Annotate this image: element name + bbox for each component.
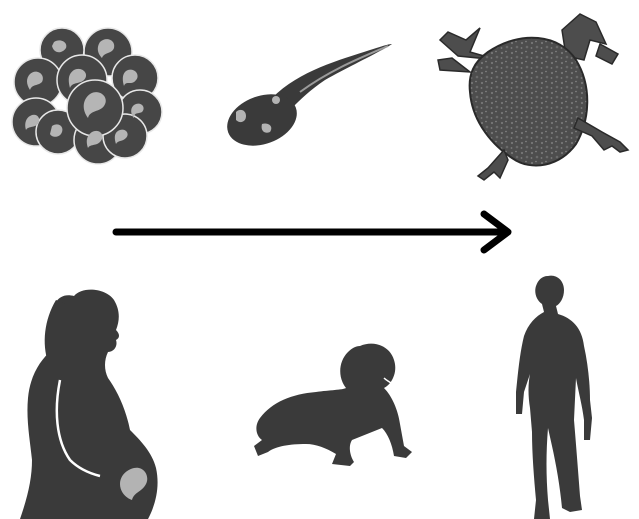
frog-eggs-icon bbox=[12, 28, 162, 164]
progression-arrow bbox=[116, 214, 508, 250]
adult-man-icon bbox=[516, 276, 592, 519]
tadpole-icon bbox=[220, 44, 392, 155]
crawling-baby-icon bbox=[254, 344, 412, 466]
pregnant-woman-icon bbox=[20, 290, 158, 519]
adult-frog-icon bbox=[438, 14, 628, 180]
